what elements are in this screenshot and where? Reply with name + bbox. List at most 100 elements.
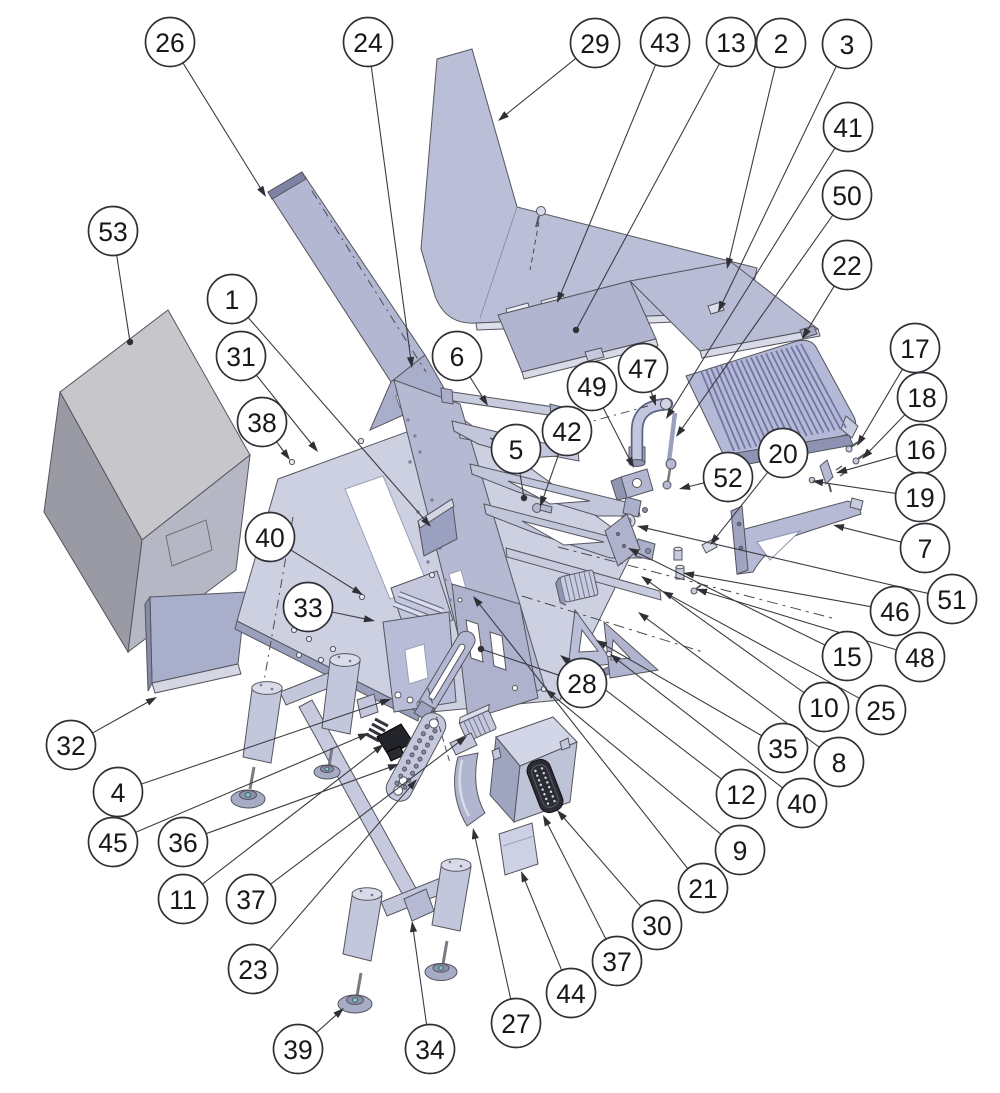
leader-line	[559, 64, 657, 295]
balloon-circle	[677, 862, 729, 914]
balloon-52: 52	[702, 451, 754, 503]
balloon-40: 40	[776, 777, 828, 829]
balloon-15: 15	[821, 630, 873, 682]
leader-line	[602, 407, 631, 461]
leader-arrowhead	[456, 736, 467, 746]
balloon-37: 37	[225, 873, 277, 925]
balloon-number: 6	[450, 342, 465, 372]
balloon-37: 37	[591, 935, 643, 987]
leader-arrowhead	[683, 571, 695, 579]
balloon-number: 34	[415, 1035, 444, 1065]
balloon-number: 4	[111, 778, 126, 808]
leader-arrowhead	[333, 1008, 344, 1019]
part-sub-frame	[356, 570, 457, 719]
balloon-circle	[869, 585, 921, 637]
leader-arrowhead	[357, 733, 369, 741]
balloon-number: 35	[768, 734, 797, 764]
leader-line	[480, 648, 559, 676]
leader-dot	[126, 338, 134, 346]
leader-arrowhead	[280, 449, 290, 460]
balloon-25: 25	[855, 684, 907, 736]
balloon-number: 10	[809, 693, 838, 723]
leader-line	[331, 611, 367, 620]
balloon-number: 12	[726, 780, 755, 810]
balloon-circle	[894, 631, 946, 683]
balloon-6: 6	[431, 330, 483, 382]
balloon-circle	[821, 239, 873, 291]
balloon-circle	[545, 967, 597, 1019]
balloon-circle	[631, 899, 683, 951]
leader-arrowhead	[802, 327, 811, 339]
balloon-number: 17	[900, 334, 929, 364]
balloon-number: 48	[905, 643, 934, 673]
leader-line	[820, 481, 896, 494]
balloon-number: 19	[905, 483, 934, 513]
balloon-circle	[705, 16, 757, 68]
leader-line	[562, 816, 642, 907]
leader-line	[469, 376, 484, 399]
leader-line	[691, 574, 871, 608]
balloon-circle	[87, 205, 139, 257]
balloon-circle	[45, 719, 97, 771]
balloon-circle	[282, 581, 334, 633]
balloon-34: 34	[404, 1023, 456, 1075]
part-small-plate	[498, 822, 539, 876]
balloon-number: 37	[602, 947, 631, 977]
balloon-29: 29	[569, 17, 621, 69]
part-support-bracket	[730, 497, 864, 575]
balloon-number: 3	[840, 30, 855, 60]
leader-arrowhead	[641, 576, 653, 586]
balloon-19: 19	[894, 471, 946, 523]
balloon-circle	[566, 360, 618, 412]
button-screws	[288, 437, 613, 693]
balloon-circle	[87, 816, 139, 868]
leader-arrowhead	[479, 394, 488, 406]
leader-arrowhead	[521, 871, 529, 883]
balloon-46: 46	[869, 585, 921, 637]
balloon-circle	[639, 16, 691, 68]
balloon-number: 13	[716, 28, 745, 58]
balloon-number: 52	[713, 463, 742, 493]
leader-line	[92, 700, 150, 734]
part-perforated-strip	[385, 712, 447, 802]
leader-line	[861, 368, 903, 439]
leader-arrowhead	[406, 356, 415, 368]
balloon-12: 12	[715, 768, 767, 820]
leader-arrowhead	[666, 407, 675, 419]
balloon-number: 28	[567, 669, 596, 699]
balloon-28: 28	[556, 657, 608, 709]
leader-line	[276, 441, 286, 454]
leader-arrowhead	[718, 300, 727, 312]
balloon-number: 24	[353, 28, 382, 58]
leader-arrowhead	[625, 456, 634, 468]
balloon-number: 42	[552, 417, 581, 447]
balloon-circle	[894, 471, 946, 523]
balloon-number: 5	[509, 435, 524, 465]
balloon-circle	[889, 322, 941, 374]
balloon-circle	[342, 16, 394, 68]
chute-slot-pattern	[700, 343, 847, 452]
balloon-43: 43	[639, 16, 691, 68]
balloon-circle	[215, 330, 267, 382]
leader-arrowhead	[696, 588, 708, 596]
balloon-circle	[490, 997, 542, 1049]
balloon-number: 32	[56, 731, 85, 761]
part-flat-plate	[604, 513, 641, 567]
balloon-circle	[144, 16, 196, 68]
balloon-circle	[714, 824, 766, 876]
balloon-circle	[404, 1023, 456, 1075]
balloon-circle	[821, 630, 873, 682]
leader-arrowhead	[471, 828, 479, 840]
balloon-number: 31	[226, 342, 255, 372]
part-leveling-feet	[230, 747, 458, 1014]
balloon-number: 22	[832, 251, 861, 281]
leader-line	[551, 694, 722, 835]
balloon-number: 30	[642, 911, 671, 941]
balloon-circle	[821, 169, 873, 221]
balloon-33: 33	[282, 581, 334, 633]
part-clamp-bracket	[610, 468, 654, 501]
balloon-11: 11	[157, 873, 209, 925]
leader-arrowhead	[596, 640, 608, 649]
leader-arrowhead	[257, 185, 266, 197]
